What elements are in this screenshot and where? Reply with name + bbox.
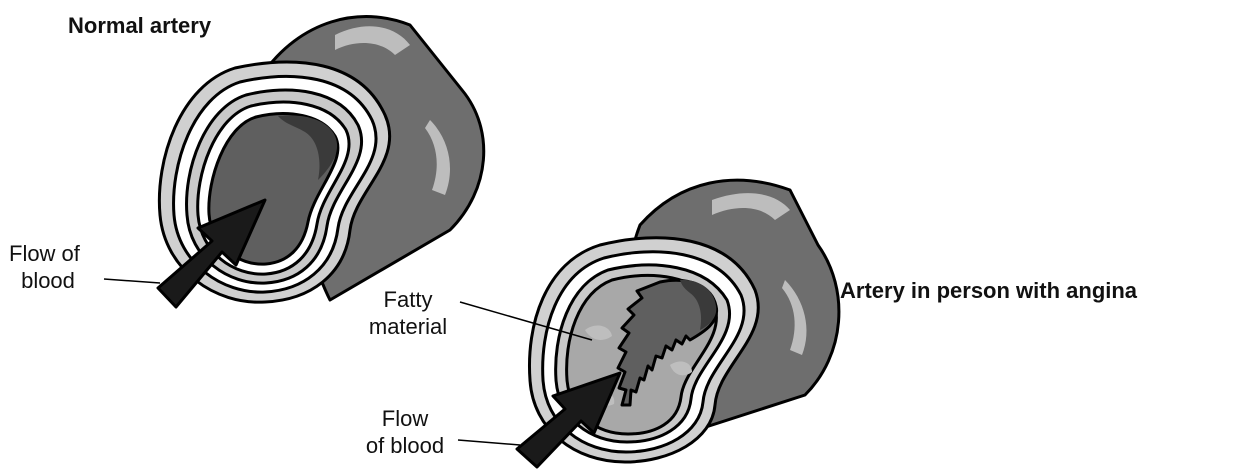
angina-flow-leader-line: [458, 440, 520, 445]
fatty-material-label-line1: Fatty: [358, 286, 458, 313]
fatty-material-label-line2: material: [358, 313, 458, 340]
normal-artery-illustration: [104, 17, 484, 307]
normal-flow-label-line2: blood: [9, 267, 87, 294]
angina-flow-label-line1: Flow: [355, 405, 455, 432]
normal-artery-title: Normal artery: [68, 12, 211, 39]
fatty-material-label: Fatty material: [358, 286, 458, 340]
angina-flow-label-line2: of blood: [355, 432, 455, 459]
angina-artery-illustration: [458, 180, 839, 467]
normal-flow-label-line1: Flow of: [9, 240, 109, 267]
angina-artery-title: Artery in person with angina: [840, 277, 1137, 304]
angina-flow-label: Flow of blood: [355, 405, 455, 459]
normal-flow-label: Flow of blood: [9, 240, 109, 294]
normal-flow-leader-line: [104, 279, 160, 283]
